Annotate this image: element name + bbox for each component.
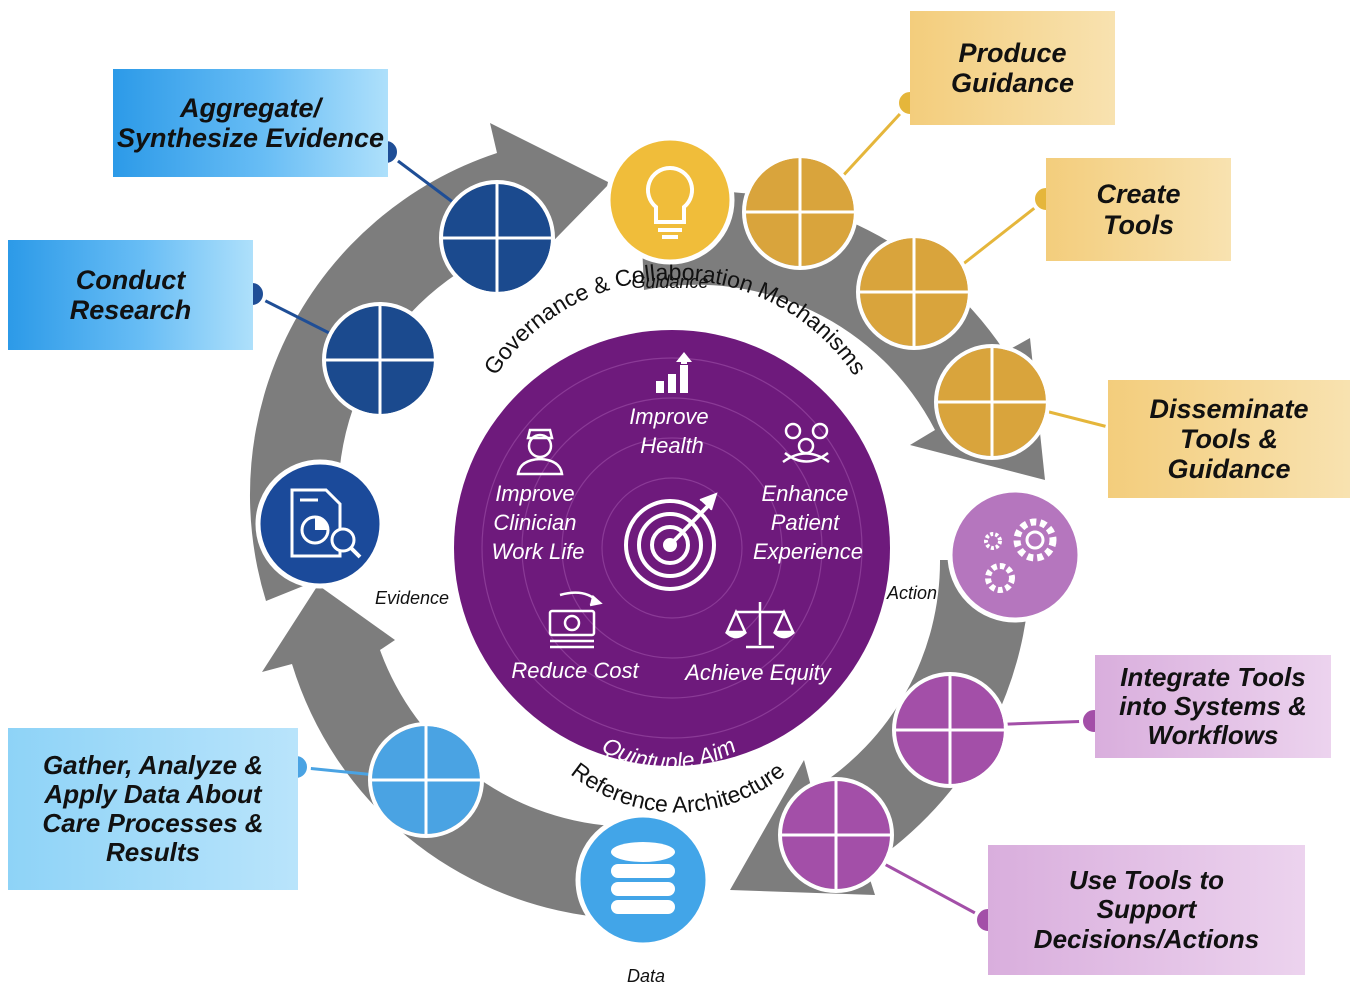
clinician-icon xyxy=(516,428,564,476)
puzzle-icon xyxy=(322,302,438,418)
step-label-line: into Systems & xyxy=(1119,690,1307,721)
puzzle-icon xyxy=(934,344,1050,460)
step-use-tools-to-support-decisions: Use Tools to Support Decisions/Actions xyxy=(988,845,1305,975)
scales-icon xyxy=(725,602,795,649)
step-label-line: Guidance xyxy=(1167,454,1291,485)
step-label-line: Research xyxy=(69,295,192,325)
step-disseminate-tools-guidance: Disseminate Tools & Guidance xyxy=(1108,380,1350,498)
step-gather-analyze-apply-data: Gather, Analyze & Apply Data About Care … xyxy=(8,728,298,890)
lightbulb-icon xyxy=(605,135,735,265)
phase-label-action: Action xyxy=(886,583,937,603)
step-label-line: Conduct xyxy=(75,264,186,295)
step-aggregate-synthesize-evidence: Aggregate/ Synthesize Evidence xyxy=(113,69,388,177)
step-label-line: Aggregate/ xyxy=(179,92,322,123)
puzzle-icon xyxy=(892,672,1008,788)
step-create-tools: Create Tools xyxy=(1046,158,1231,261)
step-label-line: Gather, Analyze & xyxy=(42,749,264,780)
step-label-line: Tools & xyxy=(1180,423,1278,454)
puzzle-icon xyxy=(742,154,858,270)
improve-health-label: Improve Health xyxy=(629,404,715,458)
patient-group-icon xyxy=(782,422,830,464)
step-label-line: Use Tools to xyxy=(1068,865,1225,896)
step-label-line: Decisions/Actions xyxy=(1033,923,1260,954)
step-label-line: Disseminate xyxy=(1149,393,1309,424)
step-label-line: Care Processes & xyxy=(42,808,264,838)
step-label-line: Synthesize Evidence xyxy=(116,123,385,153)
gears-icon xyxy=(947,487,1083,623)
puzzle-icon xyxy=(856,234,972,350)
bar-chart-up-icon xyxy=(656,352,692,393)
puzzle-icon xyxy=(439,180,555,296)
step-label-line: Guidance xyxy=(950,68,1075,98)
improve-clinician-work-life-label: Improve Clinician Work Life xyxy=(492,481,585,564)
target-icon xyxy=(624,492,718,591)
step-conduct-research: Conduct Research xyxy=(8,240,253,350)
money-icon xyxy=(548,591,603,649)
step-label-line: Integrate Tools xyxy=(1120,661,1306,692)
step-label-line: Create xyxy=(1096,179,1181,210)
enhance-patient-experience-label: Enhance Patient Experience xyxy=(753,481,863,564)
step-label-line: Apply Data About xyxy=(44,778,262,809)
step-label-line: Produce xyxy=(958,37,1067,68)
step-label-line: Workflows xyxy=(1147,720,1279,751)
step-label-line: Tools xyxy=(1103,209,1174,240)
step-integrate-tools: Integrate Tools into Systems & Workflows xyxy=(1095,655,1331,758)
phase-label-guidance: Guidance xyxy=(631,272,708,292)
step-label-line: Results xyxy=(106,837,200,868)
database-icon xyxy=(575,812,711,948)
reduce-cost-label: Reduce Cost xyxy=(511,658,639,683)
step-produce-guidance: Produce Guidance xyxy=(910,11,1115,125)
document-chart-icon xyxy=(255,459,385,589)
puzzle-icon xyxy=(778,777,894,893)
puzzle-icon xyxy=(368,722,484,838)
phase-label-data: Data xyxy=(627,966,665,986)
step-label-line: Support xyxy=(1096,894,1197,925)
phase-label-evidence: Evidence xyxy=(375,588,449,608)
achieve-equity-label: Achieve Equity xyxy=(683,660,833,685)
